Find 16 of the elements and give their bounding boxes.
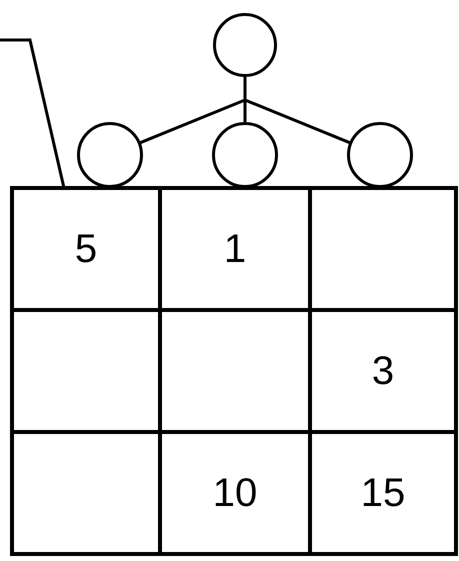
table-cell [310, 432, 458, 556]
table-cell [310, 310, 458, 432]
leader-line [0, 38, 66, 188]
table-cell [160, 186, 310, 310]
table-cell [10, 310, 160, 432]
table-cell [10, 186, 160, 310]
table-cell [10, 432, 160, 556]
cell-value: 1 [224, 227, 246, 271]
cell-value: 5 [74, 227, 98, 271]
cell-value: 15 [360, 471, 406, 515]
cell-value: 3 [372, 349, 394, 393]
table-cell [310, 186, 458, 310]
table-cell [160, 310, 310, 432]
table-cell [160, 432, 310, 556]
cell-value: 10 [212, 471, 258, 515]
connector-line [244, 77, 350, 144]
